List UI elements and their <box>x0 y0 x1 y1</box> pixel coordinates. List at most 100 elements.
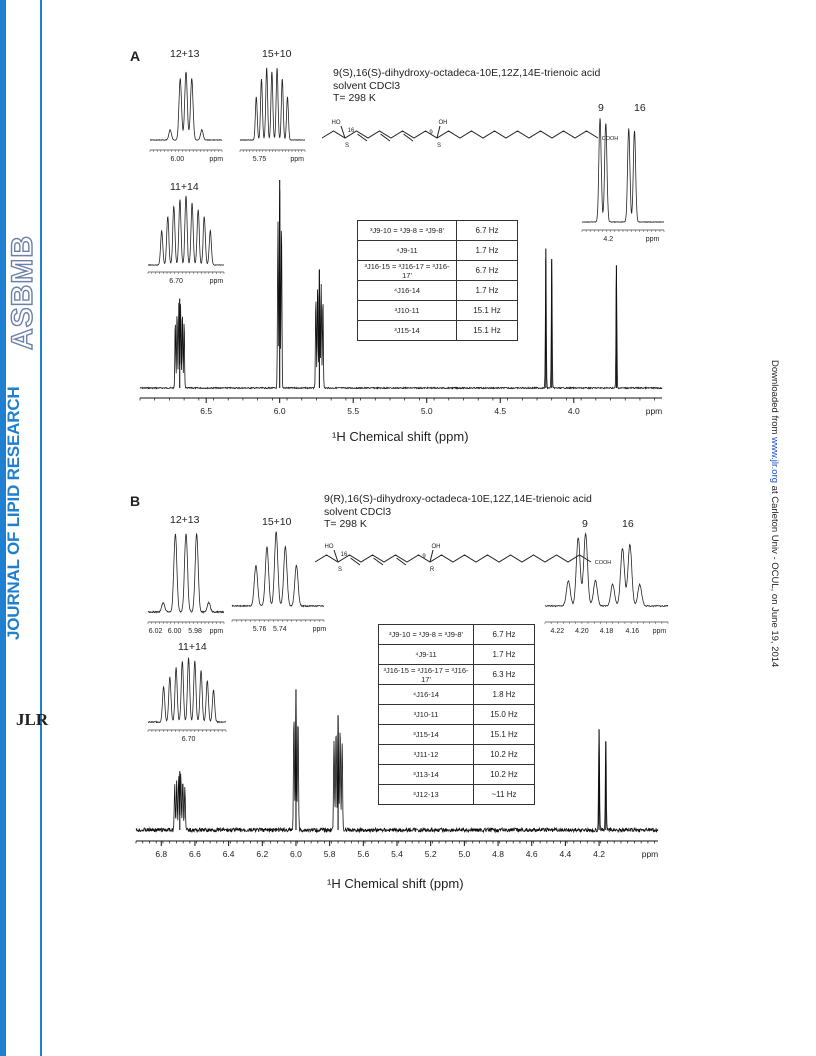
x-axis-title-b: ¹H Chemical shift (ppm) <box>327 876 464 891</box>
hydroxyl-bond <box>436 125 441 139</box>
hydroxyl-label: HO <box>325 544 334 550</box>
inset-tick-label: 6.70 <box>169 278 183 285</box>
x-tick-label: 6.5 <box>200 406 212 416</box>
inset-tick-label: 4.16 <box>626 628 640 635</box>
x-tick-label: 6.4 <box>223 849 235 859</box>
inset-tick-label: 5.98 <box>188 628 202 635</box>
jlr-logo: JLR <box>16 710 49 729</box>
inset-trace <box>239 67 306 141</box>
spectrum-trace <box>139 189 663 390</box>
inset-label-15-10: 15+10 <box>262 516 292 528</box>
carbon-number-9: 9 <box>429 130 433 136</box>
inset-trace <box>581 118 665 223</box>
carboxyl-label: COOH <box>595 560 612 566</box>
panel-letter-a: A <box>130 48 141 64</box>
double-bond <box>357 133 368 142</box>
x-tick-label: 4.0 <box>568 406 580 416</box>
molecule-chain <box>314 554 592 563</box>
inset-trace <box>147 657 227 724</box>
x-tick-label: 6.6 <box>189 849 201 859</box>
x-tick-label: 4.5 <box>494 406 506 416</box>
inset-label-11-14: 11+14 <box>170 181 199 193</box>
inset-tick-label: ppm <box>210 278 224 285</box>
inset-tick-label: 4.2 <box>603 236 613 243</box>
carbon-number-9: 9 <box>422 554 426 560</box>
inset-tick-label: 6.00 <box>168 628 182 635</box>
coupling-value-cell: ~11 Hz <box>473 784 535 805</box>
stereo-label: S <box>345 143 349 149</box>
x-tick-label: 5.0 <box>458 849 470 859</box>
x-tick-label: 5.5 <box>347 406 359 416</box>
x-tick-label: 4.2 <box>593 849 605 859</box>
inset-tick-label: ppm <box>646 236 660 243</box>
inset-tick-label: ppm <box>210 628 224 635</box>
hydroxyl-bond <box>429 549 434 563</box>
coupling-name-cell: ³J12-13 <box>378 784 474 805</box>
coupling-value-cell: 15.1 Hz <box>456 320 518 341</box>
molecule-chain <box>321 130 599 139</box>
x-axis-unit-label: ppm <box>646 406 663 416</box>
sidebar-divider <box>40 0 42 1056</box>
double-bond <box>380 133 391 142</box>
inset-label-12-13: 12+13 <box>170 48 200 60</box>
inset-tick-label: ppm <box>313 626 327 633</box>
double-bond <box>403 133 414 142</box>
inset-label-16: 16 <box>634 102 646 114</box>
double-bond <box>350 557 361 566</box>
table-row: ³J12-13~11 Hz <box>378 784 535 805</box>
x-tick-label: 5.8 <box>324 849 336 859</box>
inset-tick-label: ppm <box>290 156 304 163</box>
x-axis-unit-label: ppm <box>642 849 659 859</box>
panel-letter-b: B <box>130 493 141 509</box>
x-tick-label: 5.2 <box>425 849 437 859</box>
sidebar-accent-bar <box>0 0 6 1056</box>
inset-trace <box>231 531 324 608</box>
carbon-number-16: 16 <box>341 552 348 558</box>
inset-tick-label: 6.70 <box>182 736 196 743</box>
solvent-label: solvent CDCl3 <box>333 79 401 92</box>
carboxyl-label: COOH <box>602 136 619 142</box>
compound-caption-a: 9(S),16(S)-dihydroxy-octadeca-10E,12Z,14… <box>333 67 600 105</box>
inset-label-9: 9 <box>582 518 588 530</box>
hydroxyl-label: OH <box>432 544 441 550</box>
stereo-label: S <box>437 143 441 149</box>
x-tick-label: 5.6 <box>357 849 369 859</box>
inset-tick-label: 5.76 <box>253 626 267 633</box>
x-tick-label: 6.8 <box>155 849 167 859</box>
x-tick-label: 4.8 <box>492 849 504 859</box>
inset-trace <box>147 195 225 266</box>
inset-tick-label: 5.74 <box>273 626 287 633</box>
table-row: ³J16-15 = ³J16-17 = ³J16-17'6.7 Hz <box>357 260 518 281</box>
inset-tick-label: 6.00 <box>171 156 185 163</box>
x-tick-label: 6.2 <box>256 849 268 859</box>
compound-name: 9(S),16(S)-dihydroxy-octadeca-10E,12Z,14… <box>333 67 601 79</box>
x-tick-label: 6.0 <box>290 849 302 859</box>
spectrum-trace <box>135 689 659 834</box>
hydroxyl-label: HO <box>332 120 341 126</box>
inset-tick-label: ppm <box>209 156 223 163</box>
compound-name: 9(R),16(S)-dihydroxy-octadeca-10E,12Z,14… <box>324 493 592 505</box>
inset-tick-label: 4.20 <box>575 628 589 635</box>
inset-label-15-10: 15+10 <box>262 48 292 60</box>
compound-caption-b: 9(R),16(S)-dihydroxy-octadeca-10E,12Z,14… <box>324 493 592 531</box>
hydroxyl-bond <box>333 549 339 563</box>
double-bond <box>373 557 384 566</box>
stereo-label: S <box>338 567 342 573</box>
x-tick-label: 4.6 <box>526 849 538 859</box>
temperature-label: T= 298 K <box>333 92 376 104</box>
solvent-label: solvent CDCl3 <box>324 505 392 518</box>
x-axis-title-a: ¹H Chemical shift (ppm) <box>332 429 469 444</box>
inset-tick-label: 5.75 <box>253 156 267 163</box>
x-tick-label: 6.0 <box>274 406 286 416</box>
x-tick-label: 4.4 <box>559 849 571 859</box>
